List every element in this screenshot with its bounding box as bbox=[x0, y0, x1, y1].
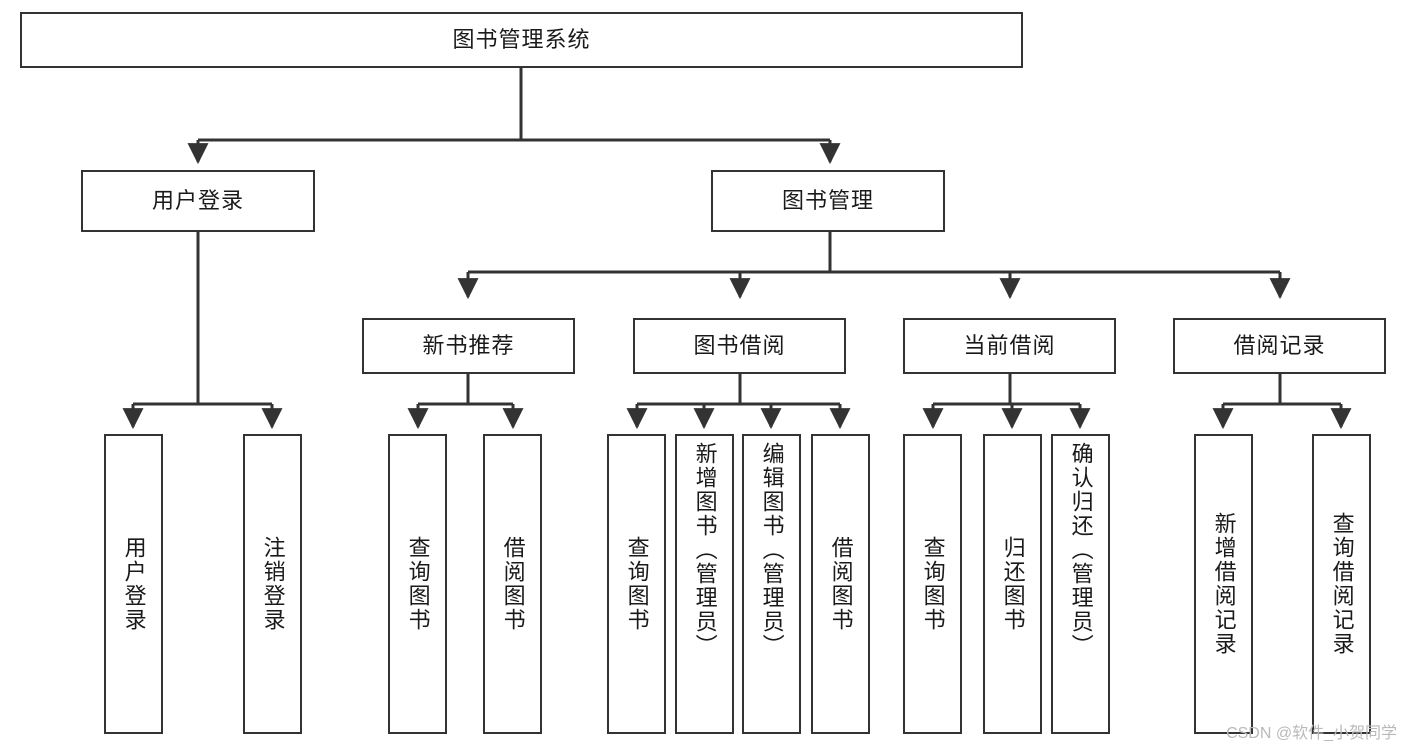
node-new-book-recommend[interactable]: 新书推荐 bbox=[362, 318, 575, 374]
leaf-confirm-return-label: 确认归还（管理员） bbox=[1068, 442, 1094, 658]
node-book-manage[interactable]: 图书管理 bbox=[711, 170, 945, 232]
leaf-borrow-book-1-label: 借阅图书 bbox=[500, 536, 526, 632]
node-borrow-record[interactable]: 借阅记录 bbox=[1173, 318, 1386, 374]
leaf-borrow-book-2[interactable]: 借阅图书 bbox=[811, 434, 870, 734]
leaf-query-book-1[interactable]: 查询图书 bbox=[388, 434, 447, 734]
leaf-add-book[interactable]: 新增图书（管理员） bbox=[675, 434, 734, 734]
leaf-borrow-book-2-label: 借阅图书 bbox=[828, 536, 854, 632]
leaf-query-record-label: 查询借阅记录 bbox=[1329, 512, 1355, 656]
leaf-query-book-3[interactable]: 查询图书 bbox=[903, 434, 962, 734]
node-borrow-record-label: 借阅记录 bbox=[1233, 333, 1326, 359]
node-user-login-label: 用户登录 bbox=[151, 188, 244, 214]
leaf-edit-book[interactable]: 编辑图书（管理员） bbox=[742, 434, 801, 734]
node-book-borrow-label: 图书借阅 bbox=[693, 333, 786, 359]
leaf-add-book-label: 新增图书（管理员） bbox=[692, 442, 718, 658]
leaf-query-book-2-label: 查询图书 bbox=[624, 536, 650, 632]
leaf-return-book-label: 归还图书 bbox=[1000, 536, 1026, 632]
node-new-book-recommend-label: 新书推荐 bbox=[422, 333, 515, 359]
leaf-confirm-return[interactable]: 确认归还（管理员） bbox=[1051, 434, 1110, 734]
leaf-query-book-1-label: 查询图书 bbox=[405, 536, 431, 632]
leaf-logout-login[interactable]: 注销登录 bbox=[243, 434, 302, 734]
node-root-label: 图书管理系统 bbox=[452, 27, 591, 53]
leaf-borrow-book-1[interactable]: 借阅图书 bbox=[483, 434, 542, 734]
leaf-user-login[interactable]: 用户登录 bbox=[104, 434, 163, 734]
leaf-add-record-label: 新增借阅记录 bbox=[1211, 512, 1237, 656]
watermark-text: CSDN @软件_小贺同学 bbox=[1226, 725, 1397, 742]
leaf-query-book-3-label: 查询图书 bbox=[920, 536, 946, 632]
node-root[interactable]: 图书管理系统 bbox=[20, 12, 1023, 68]
node-current-borrow-label: 当前借阅 bbox=[963, 333, 1056, 359]
leaf-add-record[interactable]: 新增借阅记录 bbox=[1194, 434, 1253, 734]
leaf-user-login-label: 用户登录 bbox=[121, 536, 147, 632]
leaf-query-record[interactable]: 查询借阅记录 bbox=[1312, 434, 1371, 734]
leaf-return-book[interactable]: 归还图书 bbox=[983, 434, 1042, 734]
node-current-borrow[interactable]: 当前借阅 bbox=[903, 318, 1116, 374]
node-book-borrow[interactable]: 图书借阅 bbox=[633, 318, 846, 374]
leaf-edit-book-label: 编辑图书（管理员） bbox=[759, 442, 785, 658]
node-user-login[interactable]: 用户登录 bbox=[81, 170, 315, 232]
node-book-manage-label: 图书管理 bbox=[781, 188, 874, 214]
leaf-query-book-2[interactable]: 查询图书 bbox=[607, 434, 666, 734]
leaf-logout-login-label: 注销登录 bbox=[260, 536, 286, 632]
